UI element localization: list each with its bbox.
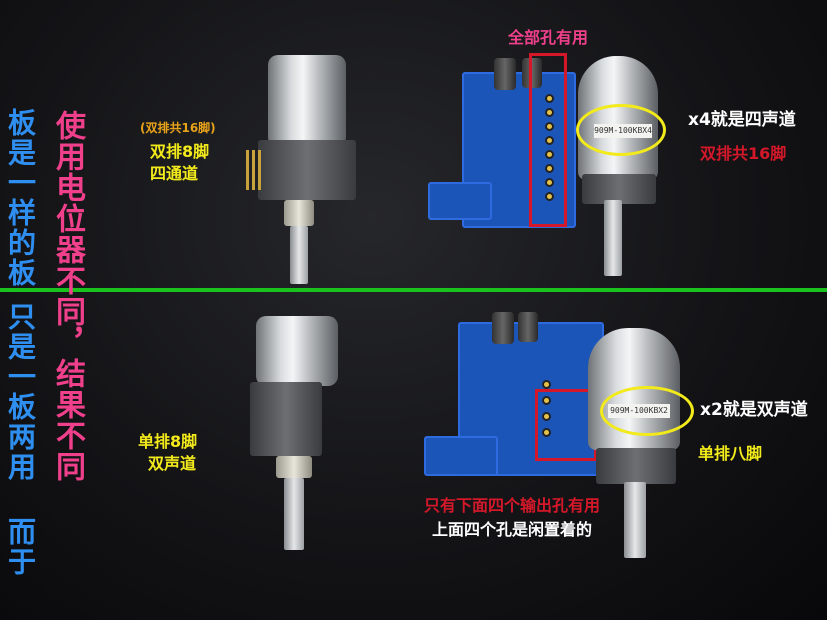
label-x4-four-channel: x4就是四声道 xyxy=(688,110,796,130)
green-divider-line xyxy=(0,288,827,292)
label-dual-row-16-pins: (双排共16脚) xyxy=(140,121,216,135)
potentiometer-dual-row-shaft xyxy=(290,226,308,284)
potentiometer-top-right-shaft xyxy=(604,200,622,276)
label-dual-row-8-pins: 双排8脚 xyxy=(150,142,210,161)
output-hole xyxy=(545,150,554,159)
label-single-row-8-pins: 单排8脚 xyxy=(138,432,198,451)
output-hole xyxy=(542,428,551,437)
label-only-bottom-four: 只有下面四个输出孔有用 xyxy=(424,496,601,515)
potentiometer-dual-row-base xyxy=(258,140,356,200)
capacitor-bottom-2 xyxy=(518,312,538,342)
pcb-board-bottom-tab xyxy=(424,436,498,476)
potentiometer-bottom-right-base xyxy=(596,448,676,484)
output-hole xyxy=(542,412,551,421)
output-hole xyxy=(542,380,551,389)
output-hole xyxy=(545,94,554,103)
potentiometer-single-row-shaft xyxy=(284,478,304,550)
label-four-channel: 四通道 xyxy=(150,164,199,183)
output-hole xyxy=(545,178,554,187)
label-x2-two-channel: x2就是双声道 xyxy=(700,400,808,420)
potentiometer-top-right-base xyxy=(582,174,656,204)
capacitor-top-2 xyxy=(522,58,542,88)
potentiometer-single-row-body xyxy=(256,316,338,386)
potentiometer-dual-row-bushing xyxy=(284,200,314,226)
label-single-row-eight: 单排八脚 xyxy=(698,444,763,463)
capacitor-bottom-1 xyxy=(492,312,514,344)
pcb-board-top-tab xyxy=(428,182,492,220)
label-left-vertical-top: 板是一样的板 xyxy=(4,108,37,288)
highlight-ellipse-top xyxy=(576,104,666,156)
output-hole xyxy=(545,136,554,145)
capacitor-top-1 xyxy=(494,58,516,90)
output-hole xyxy=(542,396,551,405)
potentiometer-single-row-base xyxy=(250,382,322,456)
label-dual-row-total-16: 双排共16脚 xyxy=(700,144,787,163)
label-left-vertical-bottom: 只是一板两用 而于 xyxy=(4,302,37,577)
label-top-four-idle: 上面四个孔是闲置着的 xyxy=(432,520,593,539)
output-hole xyxy=(545,122,554,131)
label-two-channel: 双声道 xyxy=(148,454,197,473)
label-center-vertical: 使用电位器不同，结果不同 xyxy=(50,110,85,482)
output-hole xyxy=(545,192,554,201)
highlight-ellipse-bottom xyxy=(600,386,694,436)
label-all-holes-used: 全部孔有用 xyxy=(508,28,589,47)
highlight-box-all-holes xyxy=(529,53,567,227)
potentiometer-single-row-bushing xyxy=(276,456,312,478)
potentiometer-bottom-right-shaft xyxy=(624,482,646,558)
output-hole xyxy=(545,164,554,173)
dual-row-pins xyxy=(246,150,264,190)
potentiometer-dual-row-body xyxy=(268,55,346,147)
output-hole xyxy=(545,108,554,117)
